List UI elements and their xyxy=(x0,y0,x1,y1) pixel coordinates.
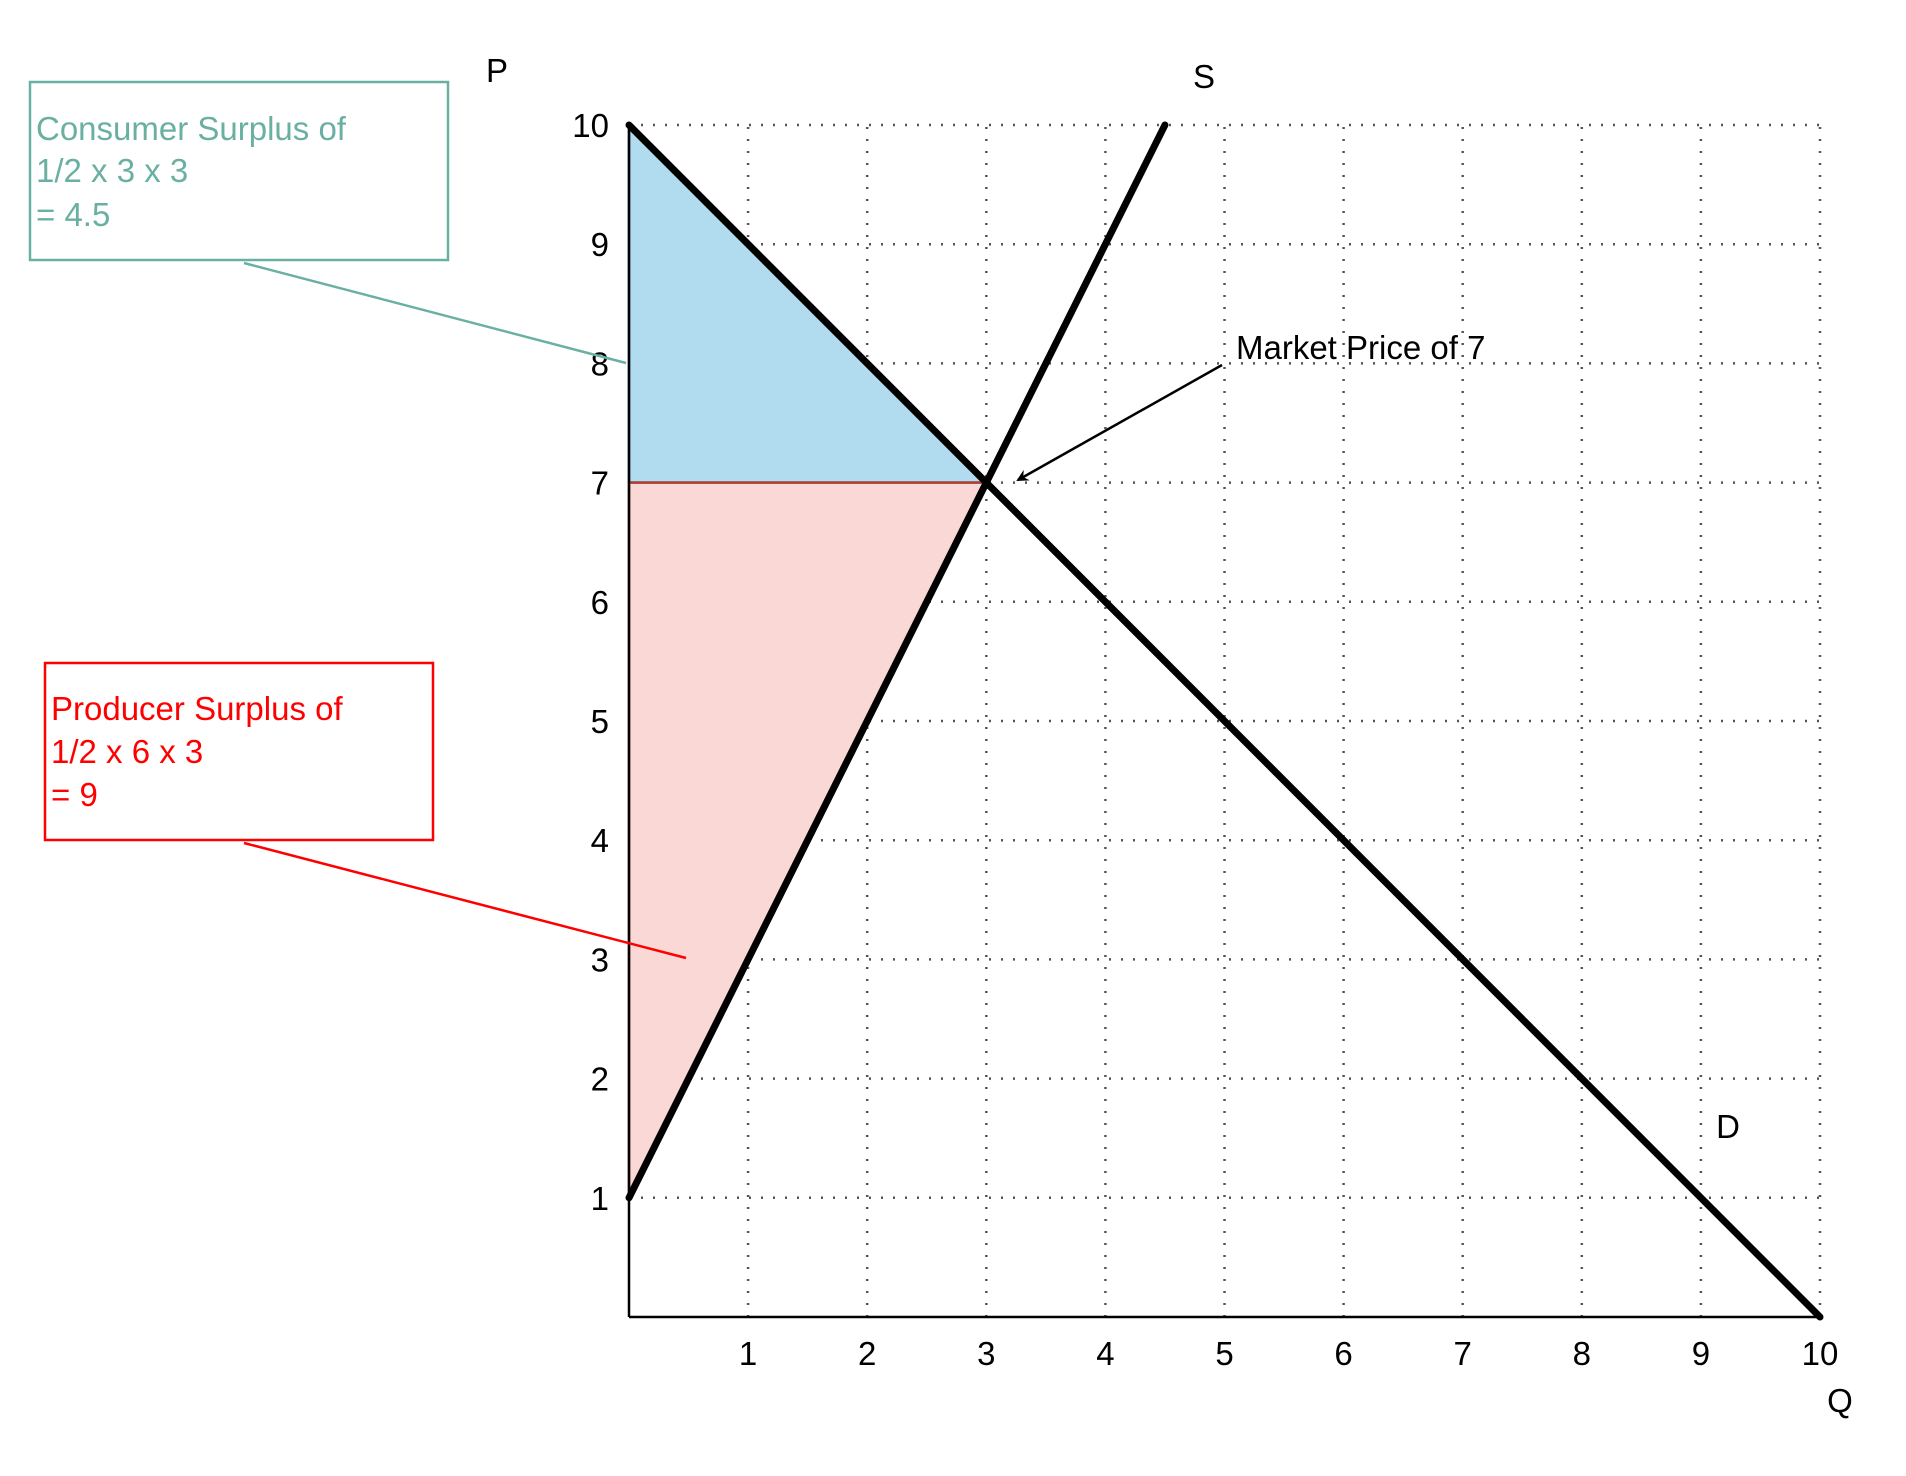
surplus-regions xyxy=(627,121,990,1199)
x-tick-label: 7 xyxy=(1454,1335,1472,1372)
y-tick-label: 6 xyxy=(591,584,609,621)
x-tick-label: 10 xyxy=(1802,1335,1839,1372)
producer-surplus-leader xyxy=(243,841,687,960)
x-tick-label: 5 xyxy=(1215,1335,1233,1372)
y-tick-label: 5 xyxy=(591,703,609,740)
x-tick-label: 9 xyxy=(1692,1335,1710,1372)
market-price-label: Market Price of 7 xyxy=(1236,329,1485,366)
y-tick-label: 3 xyxy=(591,941,609,978)
consumer-surplus-leader xyxy=(243,261,627,365)
producer-surplus-line-1: Producer Surplus of xyxy=(51,690,343,727)
x-tick-label: 8 xyxy=(1573,1335,1591,1372)
supply-curve-label: S xyxy=(1193,58,1215,95)
demand-curve-label: D xyxy=(1716,1108,1740,1145)
x-axis-label: Q xyxy=(1827,1382,1853,1419)
y-tick-label: 7 xyxy=(591,465,609,502)
y-axis-label: P xyxy=(486,52,508,89)
y-tick-label: 10 xyxy=(572,107,609,144)
producer-surplus-box xyxy=(43,661,435,842)
y-tick-label: 1 xyxy=(591,1180,609,1217)
consumer-surplus-box xyxy=(28,80,450,262)
supply-curve xyxy=(625,121,1169,1202)
axes xyxy=(627,125,1820,1319)
y-tick-label: 2 xyxy=(591,1061,609,1098)
market-price-arrow xyxy=(1016,363,1223,482)
demand-curve xyxy=(625,121,1824,1321)
consumer-surplus-line-3: = 4.5 xyxy=(36,196,110,233)
consumer-surplus-line-2: 1/2 x 3 x 3 xyxy=(36,152,188,189)
consumer-surplus-line-1: Consumer Surplus of xyxy=(36,110,347,147)
producer-surplus-line-2: 1/2 x 6 x 3 xyxy=(51,733,203,770)
x-tick-label: 2 xyxy=(858,1335,876,1372)
x-tick-label: 3 xyxy=(977,1335,995,1372)
x-tick-label: 6 xyxy=(1334,1335,1352,1372)
curves xyxy=(625,121,1824,1321)
x-tick-label: 1 xyxy=(739,1335,757,1372)
x-tick-label: 4 xyxy=(1096,1335,1114,1372)
producer-surplus-line-3: = 9 xyxy=(51,776,98,813)
y-tick-label: 4 xyxy=(591,822,609,859)
y-tick-label: 9 xyxy=(591,226,609,263)
y-tick-label: 8 xyxy=(591,345,609,382)
